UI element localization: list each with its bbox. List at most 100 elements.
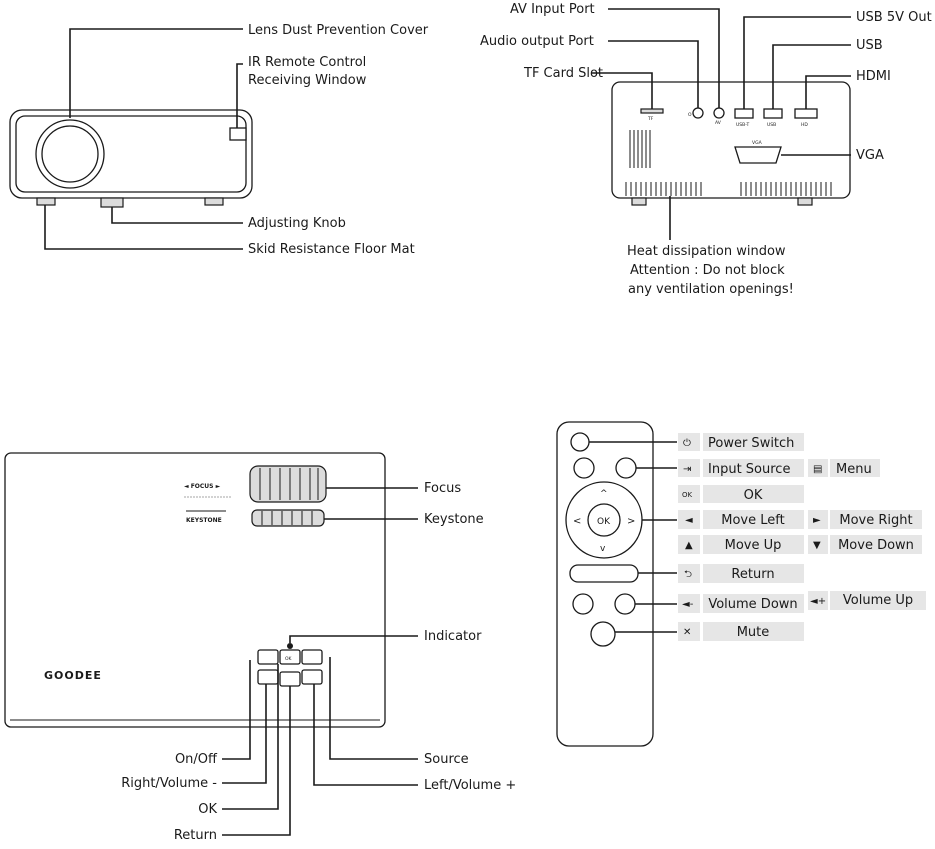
label-ir-line1: IR Remote Control xyxy=(248,55,366,70)
triangle-down-icon xyxy=(808,535,828,554)
label-source: Source xyxy=(424,752,469,767)
panel-ok-mark: OK xyxy=(285,656,293,662)
label-right-volume: Right/Volume - xyxy=(121,776,217,791)
keystone-mark: KEYSTONE xyxy=(186,517,222,524)
label-onoff: On/Off xyxy=(175,752,218,767)
rear-side-vents xyxy=(629,130,651,168)
label-focus: Focus xyxy=(424,481,461,496)
vga-port xyxy=(734,146,782,164)
down-glyph: ▼ xyxy=(813,540,821,551)
label-move-up: Move Up xyxy=(725,538,782,553)
label-tf-card: TF Card Slot xyxy=(523,66,603,81)
input-source-icon xyxy=(678,459,700,477)
vga-mark: VGA xyxy=(752,140,763,146)
label-indicator: Indicator xyxy=(424,629,482,644)
input-glyph: ⇥ xyxy=(683,464,691,475)
label-floor-mat: Skid Resistance Floor Mat xyxy=(248,242,415,257)
right-glyph: ► xyxy=(813,515,821,526)
label-move-down: Move Down xyxy=(838,538,914,553)
right-label-box xyxy=(830,510,922,529)
rear-view: TF O AV USB-T USB HD VGA AV Input Port A… xyxy=(480,2,932,297)
remote-btn-menu xyxy=(615,457,637,479)
usb-port xyxy=(763,108,783,119)
label-move-left: Move Left xyxy=(721,513,784,528)
adjusting-knob xyxy=(100,197,124,208)
label-keystone: Keystone xyxy=(424,512,484,527)
menu-glyph: ▤ xyxy=(813,464,822,475)
menu-label-box xyxy=(830,459,880,477)
ok-icon-box xyxy=(678,485,700,503)
remote-arrow-down: v xyxy=(600,544,606,554)
leader-usb5v xyxy=(743,16,851,109)
focus-wheel xyxy=(249,465,327,503)
vol-up-label-box xyxy=(830,591,926,610)
leader-right-vol xyxy=(222,684,267,784)
up-label-box xyxy=(703,535,804,554)
triangle-left-icon xyxy=(678,510,700,529)
label-av-input: AV Input Port xyxy=(510,2,595,17)
leader-hdmi xyxy=(805,75,851,109)
foot-rear-right xyxy=(797,197,813,206)
label-power-switch: Power Switch xyxy=(708,436,794,451)
leader-floor-mat xyxy=(44,205,243,250)
return-icon xyxy=(678,564,700,583)
label-volume-up: Volume Up xyxy=(843,593,913,608)
indicator-light xyxy=(287,643,293,649)
panel-btn-right xyxy=(257,669,279,685)
hdmi-port xyxy=(794,108,818,119)
vol-down-glyph: ◄- xyxy=(682,599,694,610)
leader-usb xyxy=(772,44,851,109)
label-ok-remote: OK xyxy=(744,488,763,503)
triangle-up-icon xyxy=(678,535,700,554)
remote-arrow-left: < xyxy=(573,516,581,527)
usb-5v-out-port xyxy=(734,108,754,119)
mute-glyph: ✕ xyxy=(683,627,691,638)
keystone-wheel xyxy=(251,509,325,527)
leader-audio xyxy=(608,40,699,108)
tf-card-slot xyxy=(640,108,664,114)
input-label-box xyxy=(703,459,804,477)
audio-output-port xyxy=(692,107,704,119)
remote-btn-mute xyxy=(590,621,616,647)
keystone-wheel-ridges xyxy=(261,511,313,525)
label-mute: Mute xyxy=(737,625,770,640)
leader-return xyxy=(222,686,291,836)
label-lens-dust-cover: Lens Dust Prevention Cover xyxy=(248,23,429,38)
leader-indicator xyxy=(289,635,418,643)
focus-mark: ◄ FOCUS ► xyxy=(184,483,221,490)
panel-btn-onoff xyxy=(257,649,279,665)
remote-btn-return xyxy=(569,564,639,583)
leader-tf xyxy=(592,72,653,109)
mute-label-box xyxy=(703,622,804,641)
tf-mark: TF xyxy=(647,116,654,122)
remote-btn-vol-up xyxy=(614,593,636,615)
leader-knob xyxy=(111,207,243,224)
label-return-top: Return xyxy=(174,828,217,843)
remote-btn-input xyxy=(573,457,595,479)
menu-icon xyxy=(808,459,828,477)
usb5v-mark: USB-T xyxy=(736,122,749,128)
label-heat-line1: Heat dissipation window xyxy=(627,244,786,259)
return-glyph: ⮌ xyxy=(684,569,692,580)
focus-wheel-ridges xyxy=(259,468,319,500)
panel-btn-source xyxy=(301,649,323,665)
ir-receiver-window xyxy=(229,127,247,141)
remote-body xyxy=(556,421,654,747)
panel-btn-left xyxy=(301,669,323,685)
label-adjusting-knob: Adjusting Knob xyxy=(248,216,346,231)
label-input-source: Input Source xyxy=(708,462,790,477)
vol-down-label-box xyxy=(703,594,804,613)
power-label-box xyxy=(703,433,804,451)
label-vga: VGA xyxy=(856,148,884,163)
leader-source xyxy=(329,657,418,760)
heat-dissipation-window-right xyxy=(740,182,832,196)
leader-ir-window xyxy=(236,63,243,128)
mute-icon xyxy=(678,622,700,641)
leader-av xyxy=(608,8,720,108)
av-input-port xyxy=(713,107,725,119)
label-usb-5v-out: USB 5V Out xyxy=(856,10,932,25)
remote-ok-mark: OK xyxy=(597,517,611,527)
label-volume-down: Volume Down xyxy=(708,597,797,612)
left-glyph: ◄ xyxy=(685,515,693,526)
floor-mat-left xyxy=(36,197,56,206)
